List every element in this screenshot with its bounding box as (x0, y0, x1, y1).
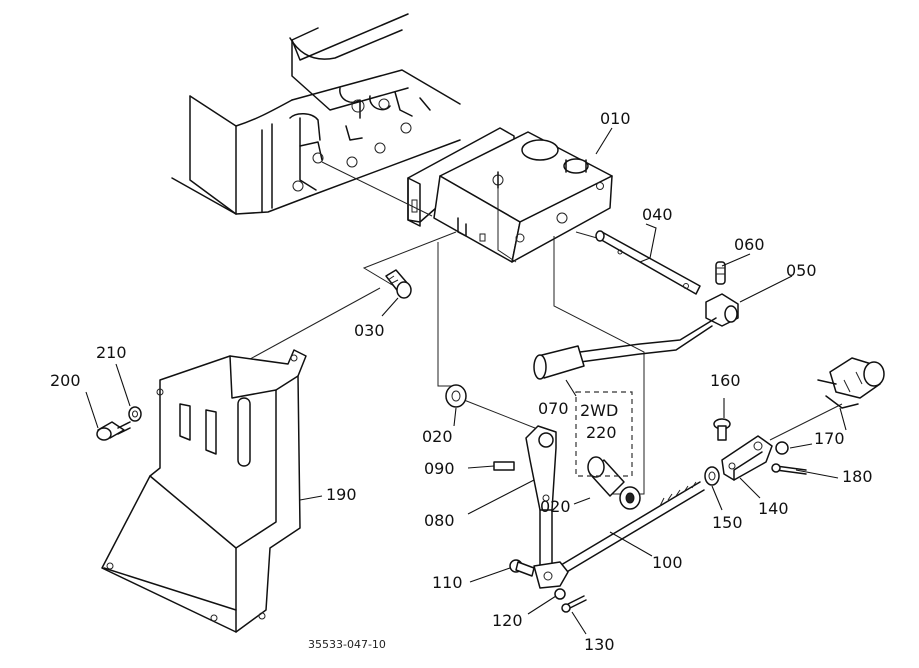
washer-120 (554, 588, 566, 600)
clevis-pin-160 (713, 418, 731, 441)
label-2wd: 2WD (580, 401, 618, 420)
shift-lever-050 (579, 293, 739, 363)
label-090: 090 (424, 459, 455, 478)
label-070: 070 (538, 399, 569, 418)
label-160: 160 (710, 371, 741, 390)
label-010: 010 (600, 109, 631, 128)
label-110: 110 (432, 573, 463, 592)
label-180: 180 (842, 467, 873, 486)
cover-190 (101, 349, 307, 633)
bushing-020-lower (619, 486, 641, 510)
label-100: 100 (652, 553, 683, 572)
bushing-020-upper (445, 384, 467, 408)
cotter-pin-180 (771, 463, 807, 475)
clevis-140 (721, 435, 773, 481)
nut-150 (704, 466, 720, 486)
label-020-upper: 020 (422, 427, 453, 446)
label-190: 190 (326, 485, 357, 504)
lever-knob-070 (533, 345, 585, 380)
label-200: 200 (50, 371, 81, 390)
collar-220 (587, 456, 625, 497)
label-050: 050 (786, 261, 817, 280)
label-060: 060 (734, 235, 765, 254)
link-joint (533, 561, 569, 589)
bolt-030 (385, 269, 412, 299)
washer-210 (128, 406, 142, 422)
label-140: 140 (758, 499, 789, 518)
cotter-pin-130 (561, 595, 587, 613)
pin-060 (715, 261, 726, 285)
label-020-lower: 020 (540, 497, 571, 516)
pin-110 (509, 559, 535, 577)
label-150: 150 (712, 513, 743, 532)
bolt-200 (96, 421, 131, 441)
shift-box-010 (433, 131, 613, 263)
rod-100 (555, 481, 705, 577)
label-130: 130 (584, 635, 615, 654)
drawing-number: 35533-047-10 (308, 638, 386, 651)
transfer-shift-lever (817, 357, 885, 409)
variant-2wd-dashed-box (575, 391, 633, 477)
label-170: 170 (814, 429, 845, 448)
label-120: 120 (492, 611, 523, 630)
leader-lines (85, 127, 847, 635)
pin-090 (493, 461, 515, 471)
label-220: 220 (586, 423, 617, 442)
label-210: 210 (96, 343, 127, 362)
shift-shaft-040 (595, 230, 701, 295)
label-080: 080 (424, 511, 455, 530)
washer-170 (775, 441, 789, 455)
transmission-housing (171, 13, 461, 215)
label-030: 030 (354, 321, 385, 340)
label-040: 040 (642, 205, 673, 224)
clevis-to-lever-line (769, 403, 843, 441)
